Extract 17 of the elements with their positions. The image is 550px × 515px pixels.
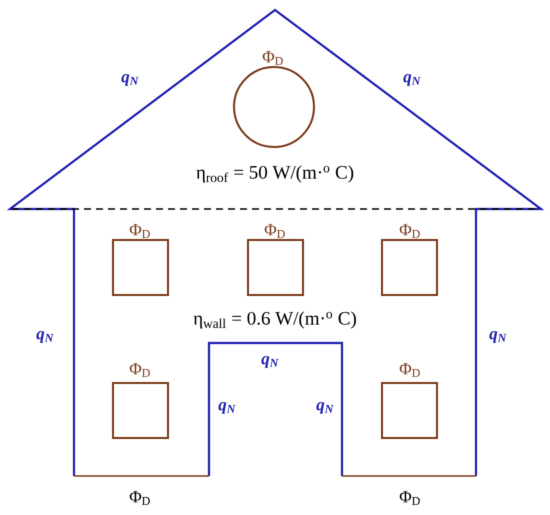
conductivity-label: η$_{roof}$ = 50 W/(m·$^{o}$ C) — [196, 165, 354, 183]
window-label: Φ$_{D}$ — [264, 224, 285, 238]
boundary-label: Φ$_{D}$ — [130, 491, 150, 505]
conductivity-label: η$_{wall}$ = 0.6 W/(m·$^{o}$ C) — [194, 311, 356, 329]
window-label: Φ$_{D}$ — [400, 224, 420, 238]
boundary-label: q$_{N}$ — [489, 331, 507, 343]
boundary-label: q$_{N}$ — [218, 402, 236, 414]
boundary-label: Φ$_{D}$ — [400, 491, 420, 505]
boundary-label: q$_{N}$ — [261, 356, 279, 368]
window-label: Φ$_{D}$ — [400, 363, 420, 377]
boundary-label: q$_{N}$ — [403, 74, 421, 86]
boundary-label: q$_{N}$ — [36, 331, 54, 343]
window-label: Φ$_{D}$ — [262, 51, 283, 65]
window-label: Φ$_{D}$ — [130, 224, 150, 238]
boundary-label: q$_{N}$ — [316, 402, 334, 414]
window-label: Φ$_{D}$ — [130, 363, 150, 377]
boundary-label: q$_{N}$ — [121, 74, 139, 86]
